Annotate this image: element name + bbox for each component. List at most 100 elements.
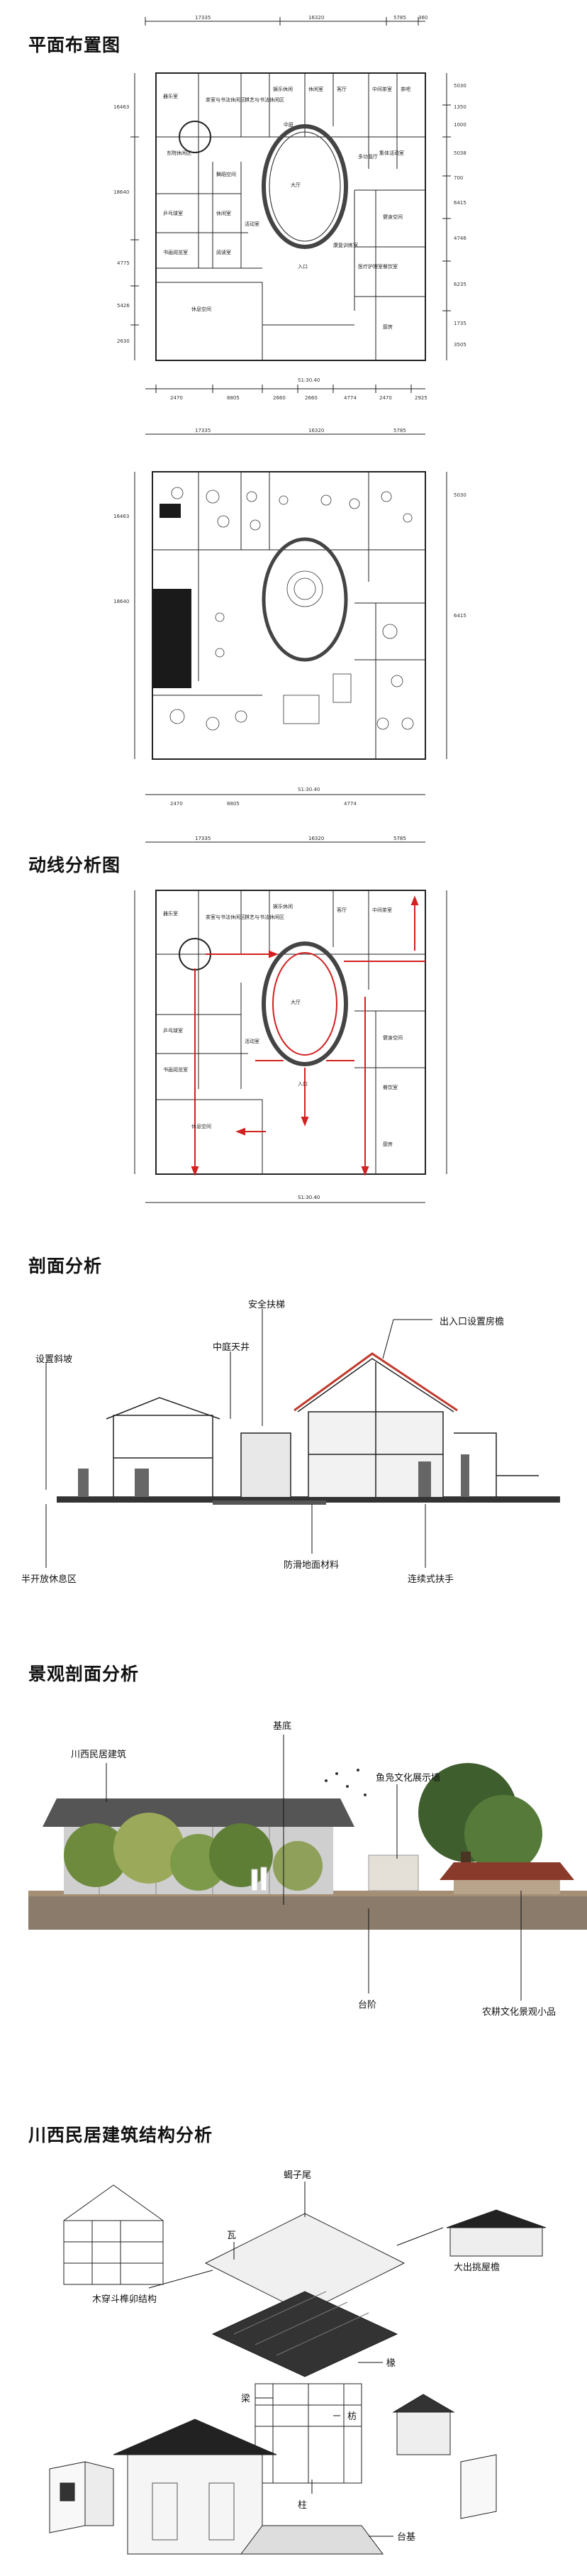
dim-right-7: 4746 [454, 236, 466, 241]
label-column: 柱 [298, 2499, 308, 2510]
dim-left-3: 4775 [117, 260, 130, 266]
dim-left-4: 5426 [117, 303, 130, 309]
dim-right-4: 5038 [454, 150, 466, 156]
roof-eave-highlight [294, 1352, 458, 1412]
room-label: 书画阅览室 [163, 249, 188, 255]
label-plinth: 台基 [397, 2531, 416, 2542]
room-label: 厨房 [383, 324, 393, 330]
room-label: 阅读室 [216, 249, 231, 255]
landscape-section: 川西民居建筑 基底 鱼凫文化展示墙 台阶 农耕文化景观小品 [0, 1703, 587, 2072]
dim-bottom-3: 2660 [273, 395, 286, 401]
room-label: 中间茶室 [372, 907, 392, 913]
room-label: 健身空间 [383, 1034, 403, 1041]
section-svg [45, 1309, 560, 1568]
room-label: 多功能厅 [358, 153, 378, 160]
room-label: 集体活动室 [379, 150, 404, 156]
dim-left-1: 16463 [113, 514, 129, 519]
dim-bottom-1: 2470 [170, 395, 183, 401]
dim-bottom-2: 8805 [227, 801, 240, 807]
room-label: 茶吧 [401, 86, 410, 92]
dim-right-2: 1350 [454, 104, 466, 110]
section-analysis-title: 剖面分析 [28, 1256, 103, 1276]
dim-bottom-5: 4774 [344, 801, 357, 807]
label-rest: 半开放休息区 [21, 1574, 77, 1584]
label-rail: 连续式扶手 [408, 1574, 454, 1584]
dim-right-10: 3505 [454, 342, 466, 348]
room-label: 客厅 [337, 907, 347, 913]
dim-bottom-7: 2925 [415, 395, 427, 401]
dim-bottom-4: 2660 [305, 395, 318, 401]
dim-left-1: 16463 [113, 104, 129, 110]
room-label: 棋艺与书法休闲区 [245, 914, 284, 920]
furnished-plan-drawing: 17335 16320 5785 S1:30.40 2470 8805 4774… [113, 428, 466, 807]
callout-leaders [45, 1309, 432, 1568]
structure-drawing: 蝎子尾 瓦 大出挑屋檐 木穿斗榫卯结构 椽 梁 枋 柱 台基 [0, 2157, 587, 2572]
room-label: 医疗护理室 [358, 263, 383, 270]
dim-bottom-1: 2470 [170, 801, 183, 807]
landscape-section-title: 景观剖面分析 [28, 1664, 140, 1684]
label-fang: 枋 [347, 2411, 357, 2421]
label-ramp: 设置斜坡 [35, 1354, 73, 1364]
label-ridge: 蝎子尾 [284, 2169, 312, 2180]
dim-top-2: 16320 [308, 836, 324, 841]
room-label: 茶室与书法休闲区 [206, 96, 245, 103]
section-drawing: 设置斜坡 中庭天井 安全扶梯 出入口设置房檐 半开放休息区 防滑地面材料 连续式… [0, 1291, 587, 1610]
label-base: 基底 [273, 1720, 292, 1731]
dim-top-1: 17335 [195, 836, 211, 841]
landscape-svg [28, 1735, 587, 2001]
room-label: 器乐室 [163, 910, 178, 917]
room-label: 休息空间 [191, 306, 211, 312]
label-frame: 木穿斗榫卯结构 [92, 2294, 157, 2304]
dim-top-1: 17335 [195, 428, 211, 433]
dim-left-5: 2630 [117, 338, 130, 344]
label-steps: 台阶 [358, 1999, 377, 2010]
structure-analysis-title: 川西民居建筑结构分析 [28, 2126, 213, 2145]
room-label: 大厅 [291, 182, 301, 188]
structure-leaders [148, 2182, 444, 2537]
label-eave-structure: 大出挑屋檐 [454, 2262, 501, 2272]
circulation-arrows [191, 895, 425, 1176]
label-handrail: 安全扶梯 [248, 1299, 286, 1310]
room-label: 餐饮室 [383, 263, 398, 270]
circulation-plan: 器乐室 茶室与书法休闲区 棋艺与书法休闲区 娱乐休闲 客厅 中间茶室 大厅 乒乓… [0, 834, 587, 1231]
room-label: 活动室 [245, 1038, 259, 1044]
room-label: 书画阅览室 [163, 1066, 188, 1073]
label-courtyard: 中庭天井 [213, 1342, 250, 1352]
floor-plan-title: 平面布置图 [28, 35, 121, 55]
structure-svg [49, 2182, 547, 2555]
dim-top-3: 5785 [393, 428, 406, 433]
room-label: 客厅 [337, 86, 347, 92]
room-label: 健身空间 [383, 214, 403, 220]
dim-top-1: 17335 [195, 15, 211, 21]
room-label: 餐饮室 [383, 1084, 398, 1090]
room-label: 娱乐休闲 [273, 86, 293, 92]
landscape-leaders [106, 1735, 522, 2001]
circulation-drawing: 器乐室 茶室与书法休闲区 棋艺与书法休闲区 娱乐休闲 客厅 中间茶室 大厅 乒乓… [134, 836, 447, 1203]
room-label: 器乐室 [163, 93, 178, 99]
dim-top-4: 360 [418, 15, 427, 21]
dim-right-6: 6415 [454, 613, 466, 619]
dim-left-2: 18640 [113, 189, 129, 195]
room-label: 休息空间 [191, 1123, 211, 1129]
room-label: 茶室与书法休闲区 [206, 914, 245, 920]
room-label: 中庭 [284, 121, 294, 128]
dim-right-1: 5030 [454, 83, 466, 89]
room-label: 棋艺与书法休闲区 [245, 96, 284, 103]
dim-left-2: 18640 [113, 599, 129, 604]
dim-right-3: 1000 [454, 122, 466, 128]
plan-scale: S1:30.40 [298, 787, 320, 792]
label-tile: 瓦 [227, 2230, 237, 2240]
plan-scale: S1:30.40 [298, 1195, 320, 1200]
floor-plan-1: 17335 16320 5785 360 2470 8805 2660 2660… [0, 13, 587, 417]
dim-right-1: 5030 [454, 492, 466, 498]
label-rafter: 椽 [386, 2357, 396, 2368]
dark-room [152, 589, 191, 688]
dim-top-2: 16320 [308, 428, 324, 433]
dim-right-8: 6235 [454, 282, 466, 287]
room-label: 入口 [298, 264, 308, 270]
room-label: 乒乓球室 [163, 210, 183, 216]
label-floor: 防滑地面材料 [284, 1559, 340, 1570]
plan-scale: S1:30.40 [298, 377, 320, 383]
room-label: 康复训练室 [333, 242, 358, 248]
room-label: 娱乐休闲 [273, 903, 293, 910]
